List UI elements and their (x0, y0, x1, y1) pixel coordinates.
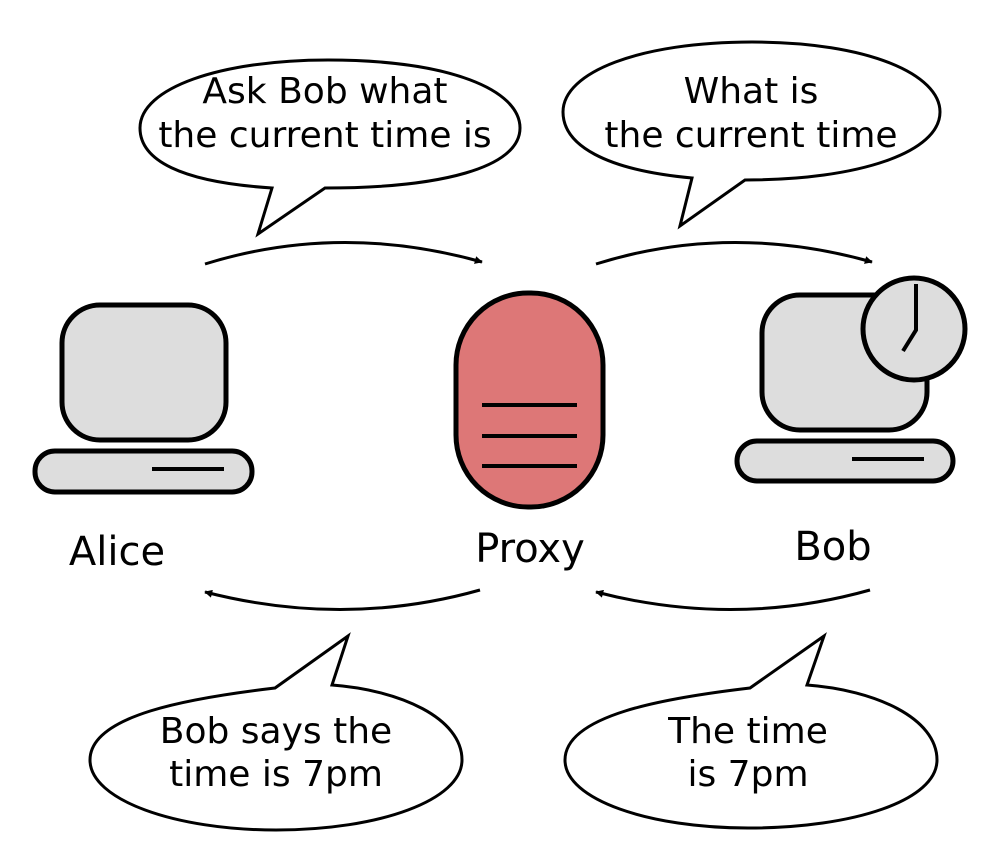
message-bob-to-proxy-line2: is 7pm (687, 754, 808, 795)
arrow-proxy-to-bob (595, 241, 873, 266)
arrow-proxy-to-alice (204, 588, 481, 611)
speech-bubble-proxy-to-alice: Bob says the time is 7pm (88, 632, 464, 832)
alice-computer-icon (32, 302, 255, 495)
message-proxy-to-alice-line2: time is 7pm (169, 754, 383, 795)
message-bob-to-proxy-line1: The time (667, 711, 828, 752)
node-label-bob: Bob (794, 524, 871, 570)
node-label-proxy: Proxy (475, 526, 585, 572)
speech-bubble-bob-to-proxy: The time is 7pm (563, 632, 939, 830)
message-alice-to-proxy-line2: the current time is (158, 115, 491, 156)
message-alice-to-proxy-line1: Ask Bob what (202, 71, 447, 112)
clock-icon (860, 275, 968, 383)
message-proxy-to-bob-line2: the current time (604, 115, 897, 156)
message-proxy-to-bob-line1: What is (684, 71, 819, 112)
arrow-alice-to-proxy (204, 241, 483, 266)
speech-bubble-proxy-to-bob: What is the current time (561, 40, 942, 230)
node-label-alice: Alice (69, 529, 165, 575)
arrow-bob-to-proxy (595, 588, 871, 611)
message-proxy-to-alice-line1: Bob says the (160, 711, 392, 752)
speech-bubble-alice-to-proxy: Ask Bob what the current time is (138, 58, 522, 238)
proxy-server-icon (453, 290, 606, 510)
